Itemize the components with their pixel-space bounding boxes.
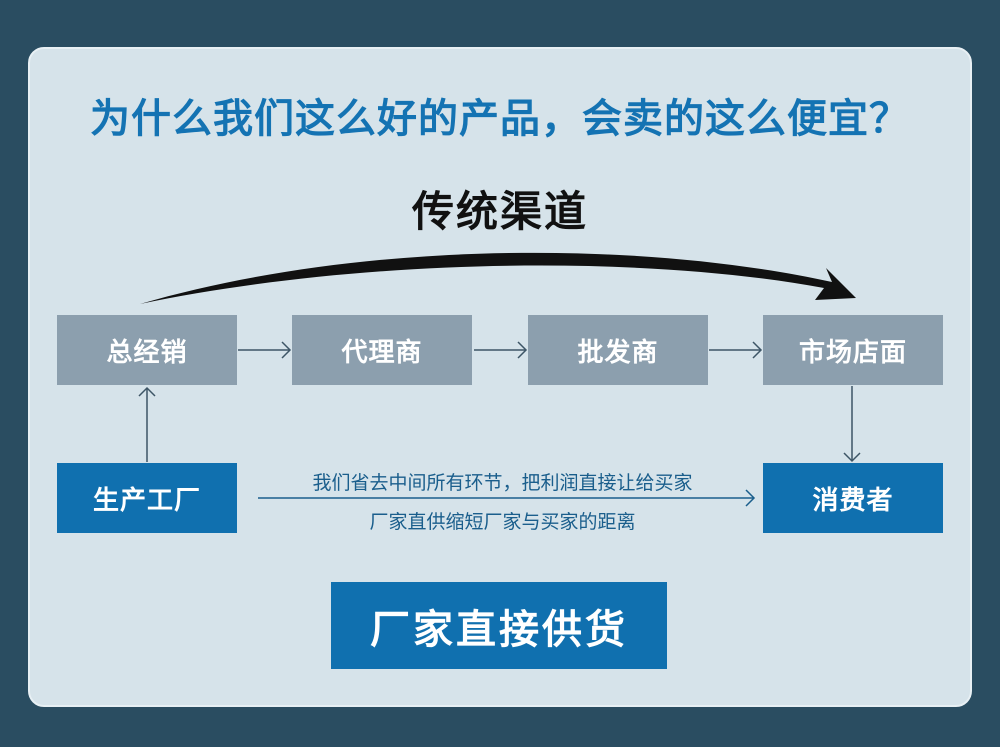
curved-flow-arrow	[140, 252, 856, 304]
node-consumer: 消费者	[763, 463, 943, 533]
direct-note-line1: 我们省去中间所有环节，把利润直接让给买家	[312, 472, 693, 494]
node-general-distributor: 总经销	[57, 315, 237, 385]
factory-direct-supply-button[interactable]: 厂家直接供货	[331, 582, 667, 669]
direct-note-line2: 厂家直供缩短厂家与买家的距离	[369, 511, 636, 533]
subtitle-traditional-channel: 传统渠道	[411, 187, 588, 236]
node-storefront: 市场店面	[763, 315, 943, 385]
headline: 为什么我们这么好的产品，会卖的这么便宜？	[90, 96, 910, 142]
node-wholesaler: 批发商	[528, 315, 708, 385]
node-agent: 代理商	[292, 315, 472, 385]
node-factory: 生产工厂	[57, 463, 237, 533]
